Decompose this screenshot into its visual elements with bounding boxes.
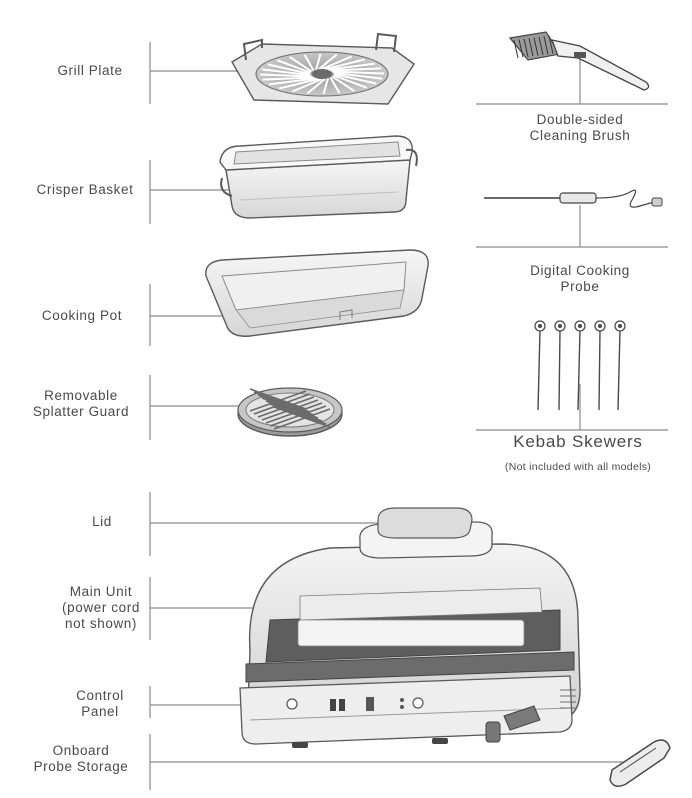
- digital-probe-label: Digital Cooking Probe: [494, 263, 666, 295]
- kebab-skewer: [535, 321, 545, 410]
- main-unit-illustration: [240, 508, 580, 748]
- cleaning-brush-illustration: [510, 32, 649, 90]
- cooking-pot-label: Cooking Pot: [20, 308, 144, 324]
- kebab-skewer: [555, 321, 565, 410]
- probe-storage-label: Onboard Probe Storage: [14, 743, 148, 775]
- kebab-skewer: [615, 321, 625, 410]
- crisper-basket-illustration: [220, 136, 417, 218]
- probe-storage-illustration: [610, 740, 670, 786]
- main-unit-label: Main Unit (power cord not shown): [54, 584, 148, 632]
- splatter-guard-illustration: [238, 388, 342, 436]
- crisper-basket-label: Crisper Basket: [22, 182, 148, 198]
- kebab-skewers-label: Kebab Skewers: [478, 434, 678, 450]
- skewers-note: (Not included with all models): [472, 459, 684, 475]
- cleaning-brush-label: Double-sided Cleaning Brush: [494, 112, 666, 144]
- splatter-guard-label: Removable Splatter Guard: [16, 388, 146, 420]
- control-panel-label: Control Panel: [52, 688, 148, 720]
- kebab-skewer: [595, 321, 605, 410]
- cooking-pot-illustration: [206, 250, 428, 336]
- grill-plate-illustration: [232, 34, 414, 104]
- grill-plate-label: Grill Plate: [36, 63, 144, 79]
- digital-probe-illustration: [484, 190, 662, 207]
- lid-label: Lid: [60, 514, 144, 530]
